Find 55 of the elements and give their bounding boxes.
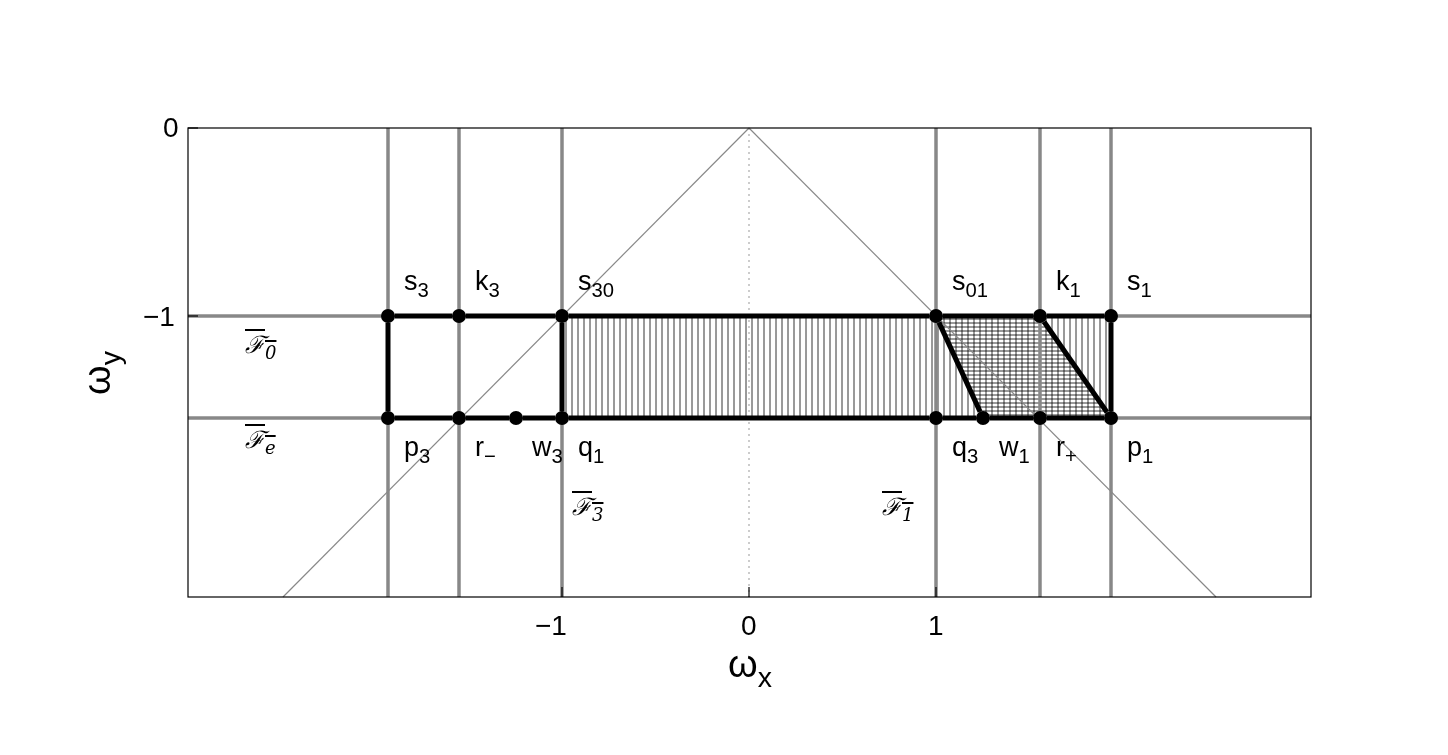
thick-line — [395, 313, 452, 319]
point-label: s$_{30}$ — [578, 268, 615, 301]
tick-label: −1 — [535, 612, 567, 640]
thick-line — [1041, 320, 1110, 414]
point-label: q$_{3}$ — [952, 434, 979, 467]
thick-line — [943, 313, 1033, 319]
point-marker — [929, 411, 943, 425]
region-label: ℱ$_{e}$ — [245, 428, 276, 458]
thick-line — [990, 415, 1033, 421]
point-label: w$_{1}$ — [999, 434, 1030, 467]
thick-line — [466, 415, 509, 421]
tick-label: −1 — [143, 303, 175, 331]
point-label: k$_{1}$ — [1056, 268, 1081, 301]
point-marker — [452, 309, 466, 323]
thick-line — [466, 313, 555, 319]
tick-label: 0 — [741, 612, 757, 640]
point-label: s$_{01}$ — [952, 268, 989, 301]
point-label: s$_{1}$ — [1127, 268, 1152, 301]
region-label: ℱ$_{3}$ — [572, 495, 604, 525]
thick-line — [523, 415, 555, 421]
point-label: s$_{3}$ — [404, 268, 429, 301]
point-marker — [1033, 411, 1047, 425]
region-label: ℱ$_{1}$ — [882, 495, 914, 525]
point-marker — [555, 309, 569, 323]
thick-line — [569, 313, 929, 319]
point-label: k$_{3}$ — [475, 268, 500, 301]
point-label: r$_{+}$ — [1056, 434, 1077, 467]
region-label: ℱ$_{0}$ — [245, 333, 277, 363]
axis-label: ω$_{x}$ — [728, 645, 772, 692]
thick-line — [1047, 415, 1104, 421]
point-label: p$_{3}$ — [404, 434, 431, 467]
point-label: r$_{−}$ — [475, 434, 496, 467]
tick-label: 0 — [163, 114, 179, 142]
point-marker — [976, 411, 990, 425]
thick-line — [936, 321, 983, 413]
point-marker — [1104, 411, 1118, 425]
point-label: w$_{3}$ — [532, 434, 563, 467]
point-marker — [452, 411, 466, 425]
point-marker — [1104, 309, 1118, 323]
point-marker — [381, 309, 395, 323]
point-marker — [555, 411, 569, 425]
point-marker — [1033, 309, 1047, 323]
thick-line — [943, 415, 976, 421]
tick-label: 1 — [928, 612, 944, 640]
point-label: q$_{1}$ — [578, 434, 605, 467]
thick-line — [569, 415, 929, 421]
thick-line — [395, 415, 452, 421]
thick-line — [385, 323, 391, 411]
thick-line — [1108, 323, 1114, 411]
point-marker — [381, 411, 395, 425]
point-marker — [509, 411, 523, 425]
point-marker — [929, 309, 943, 323]
thick-line — [1047, 313, 1104, 319]
thick-line — [559, 323, 565, 411]
point-label: p$_{1}$ — [1127, 434, 1154, 467]
